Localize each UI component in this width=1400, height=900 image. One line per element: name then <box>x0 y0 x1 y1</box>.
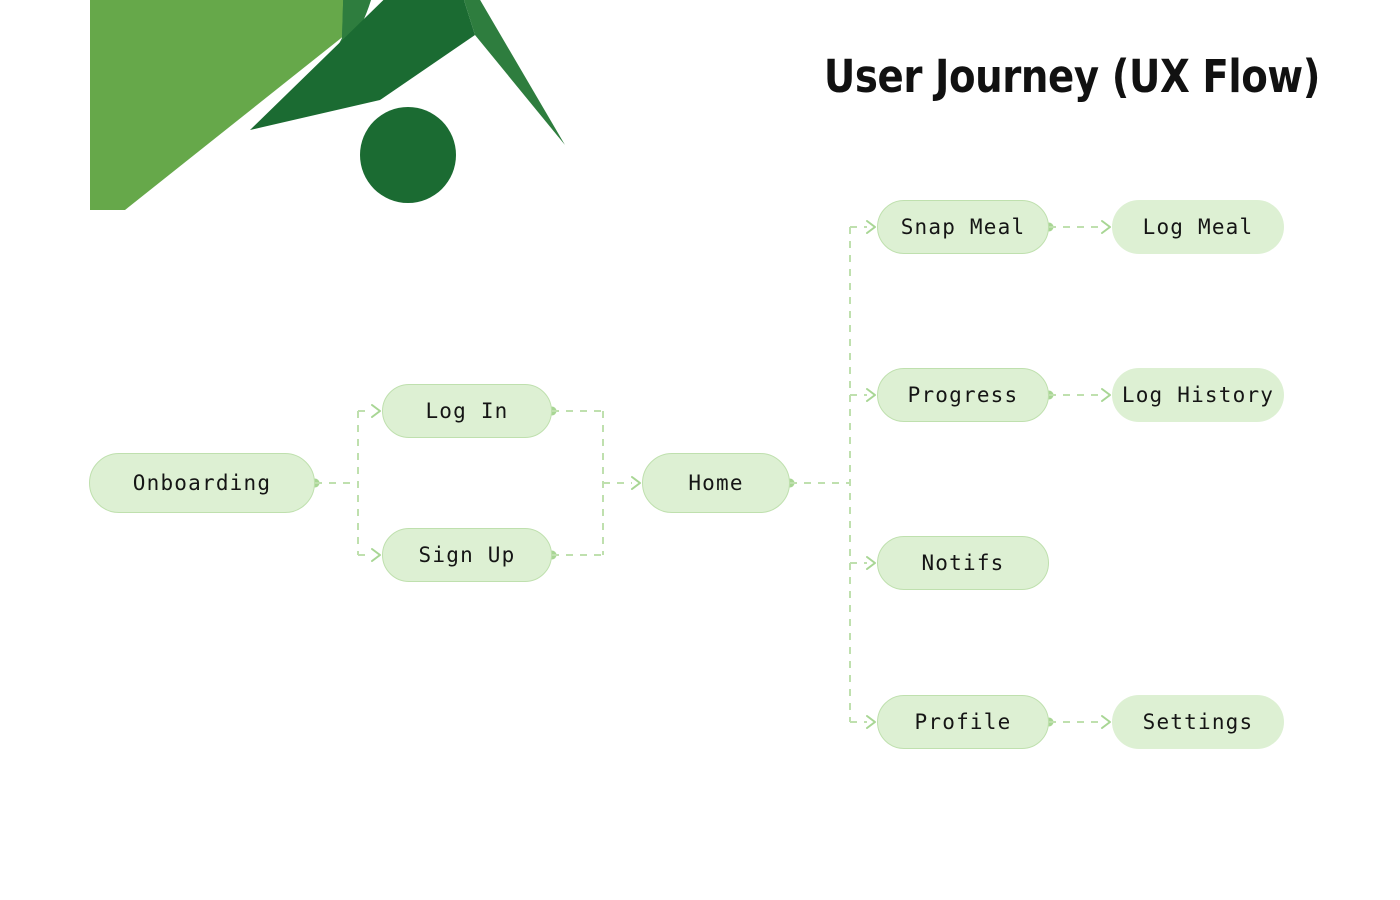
arrowhead-progress <box>866 388 876 402</box>
node-label: Snap Meal <box>900 215 1026 239</box>
node-label: Log In <box>425 399 509 423</box>
node-settings[interactable]: Settings <box>1112 695 1284 749</box>
node-onboarding[interactable]: Onboarding <box>89 453 315 513</box>
node-log_meal[interactable]: Log Meal <box>1112 200 1284 254</box>
node-snap_meal[interactable]: Snap Meal <box>877 200 1049 254</box>
node-label: Sign Up <box>418 543 516 567</box>
node-home[interactable]: Home <box>642 453 790 513</box>
node-profile[interactable]: Profile <box>877 695 1049 749</box>
node-label: Profile <box>914 710 1012 734</box>
node-label: Home <box>688 471 744 495</box>
node-label: Onboarding <box>132 471 272 495</box>
arrowhead-signup <box>371 548 381 562</box>
node-notifs[interactable]: Notifs <box>877 536 1049 590</box>
node-label: Progress <box>907 383 1019 407</box>
arrowhead-log_history <box>1101 388 1111 402</box>
node-log_history[interactable]: Log History <box>1112 368 1284 422</box>
node-label: Log Meal <box>1142 215 1254 239</box>
node-label: Settings <box>1142 710 1254 734</box>
arrowhead-snap-meal <box>866 220 876 234</box>
node-signup[interactable]: Sign Up <box>382 528 552 582</box>
arrowhead-home <box>631 476 641 490</box>
node-label: Log History <box>1121 383 1275 407</box>
arrowhead-settings <box>1101 715 1111 729</box>
node-login[interactable]: Log In <box>382 384 552 438</box>
arrowhead-notifs <box>866 556 876 570</box>
arrowhead-log_meal <box>1101 220 1111 234</box>
arrowhead-profile <box>866 715 876 729</box>
page-title: User Journey (UX Flow) <box>823 50 1321 103</box>
node-label: Notifs <box>921 551 1005 575</box>
arrowhead-login <box>371 404 381 418</box>
node-progress[interactable]: Progress <box>877 368 1049 422</box>
